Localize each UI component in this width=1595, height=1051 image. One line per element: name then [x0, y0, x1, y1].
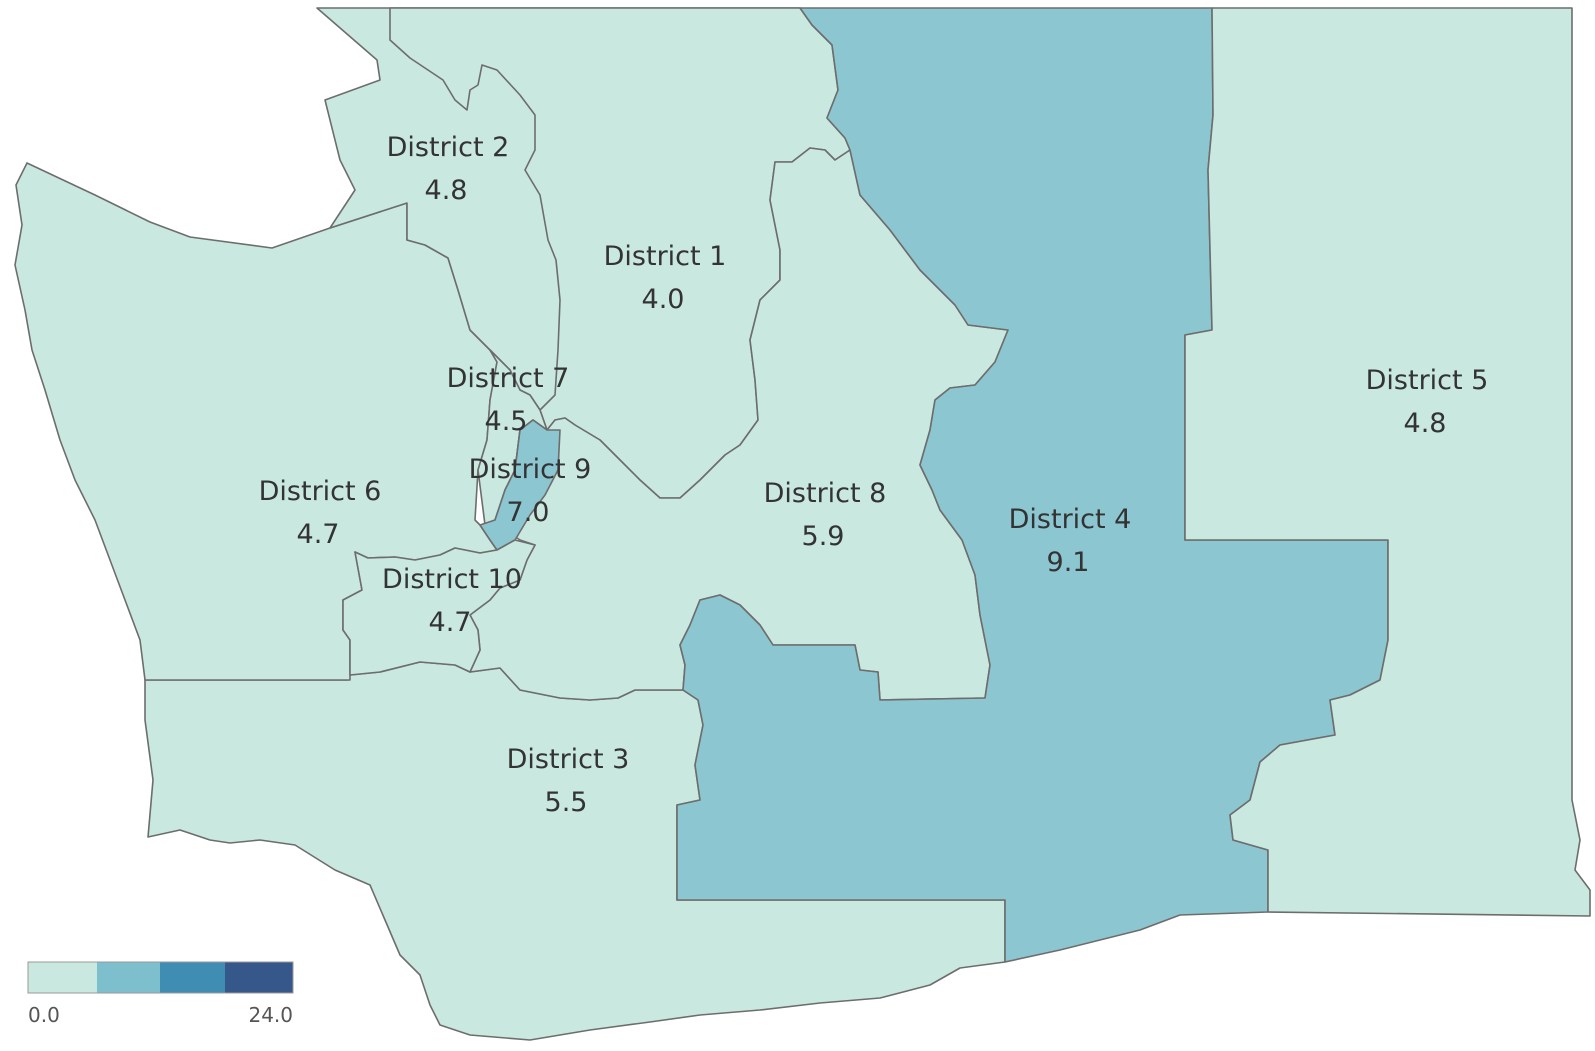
district-2-label: District 2	[387, 132, 510, 163]
district-6-value: 4.7	[297, 519, 340, 550]
district-10-label: District 10	[382, 564, 522, 595]
district-10-value: 4.7	[429, 607, 472, 638]
legend-step-4	[225, 962, 293, 993]
legend-outline	[27, 961, 294, 994]
district-7-value: 4.5	[485, 406, 528, 437]
district-3-value: 5.5	[545, 787, 588, 818]
legend-step-2	[97, 962, 160, 993]
district-5-value: 4.8	[1404, 408, 1447, 439]
district-6-label: District 6	[259, 476, 382, 507]
district-7-label: District 7	[447, 363, 570, 394]
district-9-label: District 9	[469, 454, 592, 485]
color-legend: 0.0 24.0	[27, 961, 294, 1027]
district-labels: District 1 4.0 District 2 4.8 District 3…	[259, 132, 1489, 818]
district-2-value: 4.8	[425, 175, 468, 206]
district-4-value: 9.1	[1047, 547, 1090, 578]
legend-step-3	[160, 962, 225, 993]
district-5-label: District 5	[1366, 365, 1489, 396]
district-1-value: 4.0	[642, 284, 685, 315]
district-10-region[interactable]	[342, 539, 536, 676]
legend-min-label: 0.0	[28, 1003, 60, 1027]
district-8-label: District 8	[764, 478, 887, 509]
district-9-value: 7.0	[507, 497, 550, 528]
district-3-label: District 3	[507, 744, 630, 775]
district-5-region[interactable]	[1184, 7, 1591, 917]
legend-max-label: 24.0	[248, 1003, 293, 1027]
district-1-label: District 1	[604, 241, 727, 272]
legend-step-1	[28, 962, 97, 993]
district-4-label: District 4	[1009, 504, 1132, 535]
district-8-value: 5.9	[802, 521, 845, 552]
